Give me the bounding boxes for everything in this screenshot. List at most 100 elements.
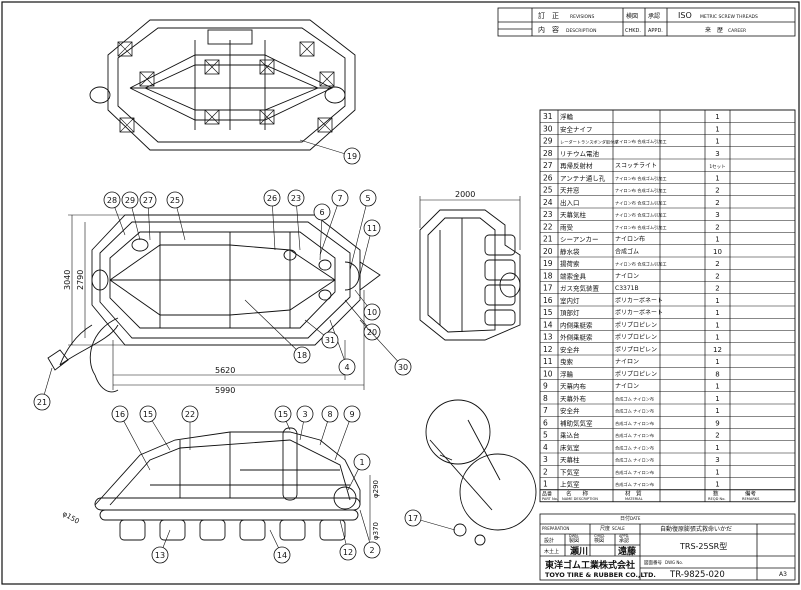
dim-lower-tube-dia: φ370 bbox=[372, 522, 380, 540]
owner-label: 木土上 bbox=[544, 548, 559, 555]
rev-col-label-en: REVISIONS bbox=[570, 14, 594, 20]
part-qty: 1 bbox=[715, 309, 719, 317]
balloon-number: 23 bbox=[291, 194, 301, 203]
raft-top-view bbox=[89, 19, 356, 151]
parts-header-name: 名 称 bbox=[566, 489, 589, 497]
cross-box bbox=[204, 59, 220, 75]
parts-header-material: 材 質 bbox=[625, 489, 642, 497]
part-number: 7 bbox=[543, 406, 548, 415]
part-name: 安全弁 bbox=[560, 406, 580, 415]
sheet-size: A3 bbox=[779, 571, 787, 578]
balloon: 29 bbox=[121, 191, 141, 241]
part-name: ガス充気装置 bbox=[560, 284, 600, 293]
part-material: ナイロン布 合成ゴム引加工 bbox=[615, 138, 667, 145]
date-label-en: DATE bbox=[630, 516, 641, 521]
part-material: ポリカーボネート bbox=[615, 296, 663, 304]
part-number: 2 bbox=[543, 467, 548, 476]
cross-box bbox=[319, 71, 335, 87]
signature-designer: 瀬川 bbox=[570, 545, 588, 557]
part-number: 18 bbox=[543, 271, 553, 280]
part-number: 14 bbox=[543, 320, 553, 329]
part-number: 17 bbox=[543, 284, 553, 293]
part-name: 曳索 bbox=[560, 357, 574, 366]
cross-box bbox=[119, 117, 135, 133]
part-name: リチウム電池 bbox=[560, 149, 600, 158]
balloon-number: 30 bbox=[398, 363, 408, 372]
part-number: 21 bbox=[543, 235, 553, 244]
part-number: 1 bbox=[543, 480, 548, 489]
balloon: 5 bbox=[349, 189, 377, 271]
part-material: ナイロン布 合成ゴム引加工 bbox=[615, 187, 667, 194]
part-qty: 1 bbox=[715, 383, 719, 391]
part-number: 25 bbox=[543, 186, 553, 195]
part-qty: 12 bbox=[713, 346, 722, 354]
part-qty: 2 bbox=[715, 285, 719, 293]
part-material: 合成ゴム ナイロン布 bbox=[615, 432, 654, 439]
part-name: 天幕内布 bbox=[560, 382, 587, 391]
part-material: ナイロン布 合成ゴム引加工 bbox=[615, 261, 667, 268]
balloon-number: 2 bbox=[369, 546, 374, 555]
cross-box bbox=[299, 41, 315, 57]
part-qty: 1 bbox=[715, 297, 719, 305]
balloon-number: 10 bbox=[367, 308, 377, 317]
part-material: ナイロン布 合成ゴム引加工 bbox=[615, 212, 667, 219]
part-material: ナイロン bbox=[615, 273, 639, 280]
company-name: 東洋ゴム工業株式会社 bbox=[545, 559, 635, 571]
dim-overall-width: 3040 bbox=[63, 270, 72, 290]
balloon-number: 8 bbox=[327, 410, 332, 419]
chkd-label: CHKD. bbox=[594, 534, 605, 538]
approver-label: 承認 bbox=[619, 537, 629, 544]
drawing-number: TR-9825-020 bbox=[669, 570, 725, 580]
part-name: 頂部灯 bbox=[560, 308, 580, 317]
balloon: 2 bbox=[359, 509, 381, 559]
appd-label: APPD. bbox=[619, 534, 629, 538]
balloon: 23 bbox=[287, 189, 305, 251]
part-name: 天幕柱 bbox=[560, 455, 580, 464]
balloon-number: 18 bbox=[297, 351, 307, 360]
balloon-number: 27 bbox=[143, 196, 153, 205]
title-block bbox=[539, 513, 796, 581]
part-material: ナイロン布 合成ゴム引加工 bbox=[615, 224, 667, 231]
part-qty: 1 bbox=[715, 125, 719, 133]
drawing-title: 自動復原膨張式救命いかだ bbox=[660, 525, 732, 533]
part-material: ポリカーボネート bbox=[615, 309, 663, 317]
balloon-number: 4 bbox=[344, 363, 349, 372]
part-qty: 1 bbox=[715, 334, 719, 342]
drawing-no-label-en: DWG No. bbox=[665, 560, 683, 565]
part-material: 合成ゴム ナイロン布 bbox=[615, 395, 654, 402]
model-name: TRS-25SR型 bbox=[679, 542, 727, 551]
part-qty: 2 bbox=[715, 260, 719, 268]
part-name: 安全ナイフ bbox=[560, 124, 593, 133]
approved-col-label-en: APPD. bbox=[648, 28, 663, 34]
parts-header-no-en: PART No. bbox=[542, 497, 558, 501]
balloon: 30 bbox=[359, 319, 412, 376]
balloon-number: 26 bbox=[267, 194, 277, 203]
part-number: 8 bbox=[543, 394, 548, 403]
part-number: 20 bbox=[543, 247, 553, 256]
part-material: 合成ゴム ナイロン布 bbox=[615, 420, 654, 427]
balloon-number: 25 bbox=[170, 196, 180, 205]
part-number: 26 bbox=[543, 173, 553, 182]
balloon-number: 28 bbox=[107, 196, 117, 205]
part-number: 5 bbox=[543, 431, 548, 440]
part-name: 端索金具 bbox=[560, 271, 587, 280]
part-number: 6 bbox=[543, 418, 548, 427]
checker-label: 検図 bbox=[594, 537, 604, 544]
balloon: 6 bbox=[313, 203, 331, 261]
content-col-label: 内 容 bbox=[538, 25, 559, 34]
part-material: 合成ゴム ナイロン布 bbox=[615, 408, 654, 415]
company-name-en: TOYO TIRE & RUBBER CO.,LTD. bbox=[545, 571, 656, 579]
part-qty: 3 bbox=[715, 456, 719, 464]
